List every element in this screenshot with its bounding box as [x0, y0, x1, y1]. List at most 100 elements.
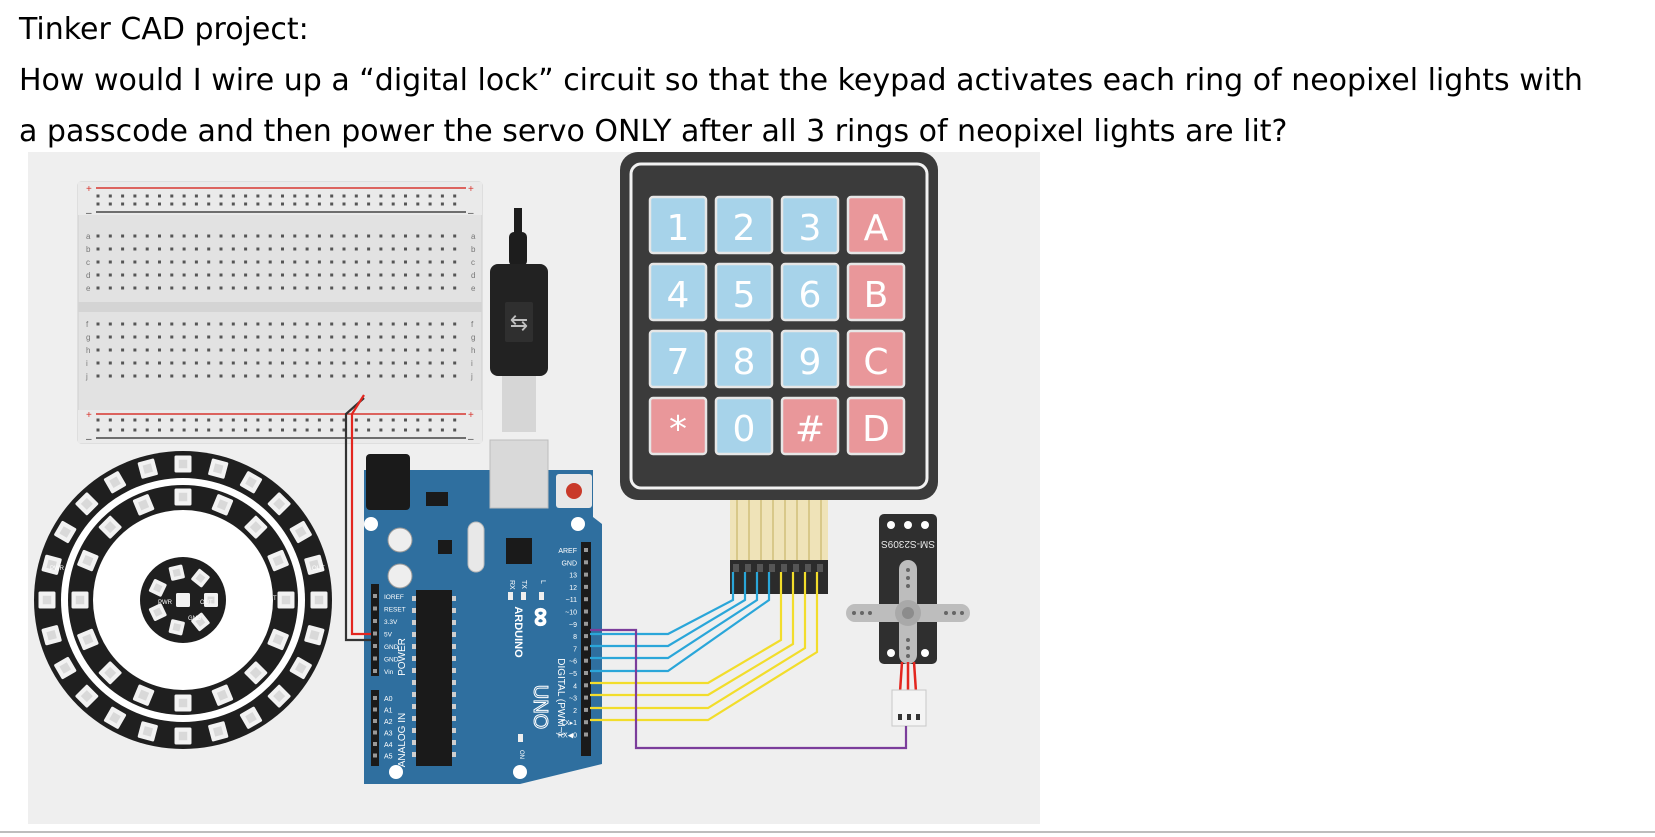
breadboard-hole: [207, 286, 211, 290]
breadboard-hole: [404, 234, 407, 238]
breadboard-hole: [293, 234, 297, 238]
keypad-ribbon-cable: [730, 500, 828, 560]
breadboard-hole: [207, 361, 211, 365]
breadboard-hole: [231, 234, 235, 238]
top-plus-label-right: +: [468, 184, 474, 195]
keypad-column-wire: [590, 572, 795, 697]
header-pin: [584, 695, 588, 700]
breadboard-hole: [194, 348, 198, 352]
neopixel-outer-out-label: OUT: [312, 566, 325, 572]
breadboard-hole: [256, 286, 260, 290]
breadboard-hole: [379, 194, 383, 198]
digital-pin-label: TX▸1: [561, 720, 577, 727]
servo-mount-hole: [887, 521, 895, 529]
breadboard-hole: [281, 322, 284, 326]
breadboard-hole: [416, 361, 420, 365]
servo[interactable]: SM-S2309S: [846, 514, 970, 727]
breadboard-row-label: a: [471, 232, 476, 241]
breadboard-hole: [317, 322, 321, 326]
breadboard-hole: [281, 202, 284, 206]
breadboard-hole: [207, 194, 211, 198]
breadboard-hole: [391, 418, 395, 422]
page-bottom-rule: [0, 831, 1655, 833]
breadboard-hole: [404, 260, 407, 264]
breadboard-row-label: j: [85, 372, 88, 381]
breadboard-hole: [231, 361, 235, 365]
breadboard-hole: [317, 286, 321, 290]
breadboard-hole: [379, 247, 383, 251]
breadboard-hole: [194, 194, 198, 198]
chip-leg: [452, 752, 456, 757]
neopixel-rings[interactable]: PWR OUT OUT PWR OUT GND: [34, 451, 332, 749]
servo-horn-hole: [906, 638, 910, 642]
breadboard-hole: [404, 374, 407, 378]
keypad-key-label: 6: [799, 275, 822, 316]
breadboard-body: [77, 181, 483, 444]
breadboard-hole: [194, 247, 198, 251]
breadboard-hole: [416, 374, 420, 378]
tx-label: TX: [520, 580, 527, 589]
neopixel-led-chip: [245, 711, 257, 724]
breadboard-hole: [121, 361, 125, 365]
neopixel-led-chip: [42, 595, 52, 605]
chip-leg: [452, 728, 456, 733]
breadboard-hole: [268, 374, 272, 378]
chip-leg: [412, 632, 416, 637]
breadboard-hole: [404, 286, 407, 290]
header-pin: [584, 707, 588, 712]
keypad-key-label: 4: [667, 275, 690, 316]
breadboard-hole: [268, 418, 272, 422]
keypad-connector-pin: [745, 564, 751, 572]
breadboard-hole: [145, 322, 149, 326]
keypad-key: [846, 329, 906, 389]
digital-pin-label: 4: [573, 683, 577, 690]
breadboard-hole: [108, 361, 112, 365]
top-rail: [78, 182, 482, 215]
keypad-key-label: 5: [733, 275, 756, 316]
breadboard-hole: [293, 286, 297, 290]
servo-mount-hole: [887, 649, 895, 657]
chip-leg: [452, 692, 456, 697]
chip-leg: [452, 716, 456, 721]
digital-pin-label: AREF: [558, 548, 577, 555]
breadboard-hole: [281, 260, 284, 264]
neopixel-led-chip: [245, 476, 257, 489]
breadboard-hole: [404, 335, 407, 339]
arduino-logo-icon: ∞: [527, 608, 557, 627]
breadboard-hole: [170, 348, 174, 352]
breadboard-hole: [268, 335, 272, 339]
breadboard-hole: [256, 428, 260, 432]
neopixel-led-chip: [178, 459, 188, 469]
breadboard-hole: [416, 418, 420, 422]
breadboard-hole: [170, 428, 174, 432]
servo-horn-hole: [944, 611, 948, 615]
breadboard-hole: [416, 348, 420, 352]
atmega-chip-legs: [412, 596, 456, 757]
servo-connector-pin: [916, 714, 920, 720]
breadboard-hole: [416, 194, 420, 198]
breadboard-hole: [453, 361, 457, 365]
breadboard-hole: [440, 273, 444, 277]
breadboard-hole: [194, 361, 198, 365]
breadboard-hole: [244, 202, 248, 206]
breadboard-hole: [453, 286, 457, 290]
breadboard-hole: [133, 202, 137, 206]
breadboard-hole: [170, 286, 174, 290]
servo-horn-hole: [906, 584, 910, 588]
breadboard-hole: [108, 260, 112, 264]
breadboard-hole: [317, 260, 321, 264]
power-pin-label: GND: [384, 657, 399, 664]
breadboard-hole: [268, 322, 272, 326]
reset-button[interactable]: [566, 483, 582, 499]
digital-pin-label: ~5: [569, 671, 577, 678]
breadboard-hole: [158, 322, 161, 326]
breadboard-hole: [219, 194, 223, 198]
breadboard-hole: [158, 335, 161, 339]
breadboard-hole: [428, 194, 432, 198]
breadboard-hole: [194, 418, 198, 422]
